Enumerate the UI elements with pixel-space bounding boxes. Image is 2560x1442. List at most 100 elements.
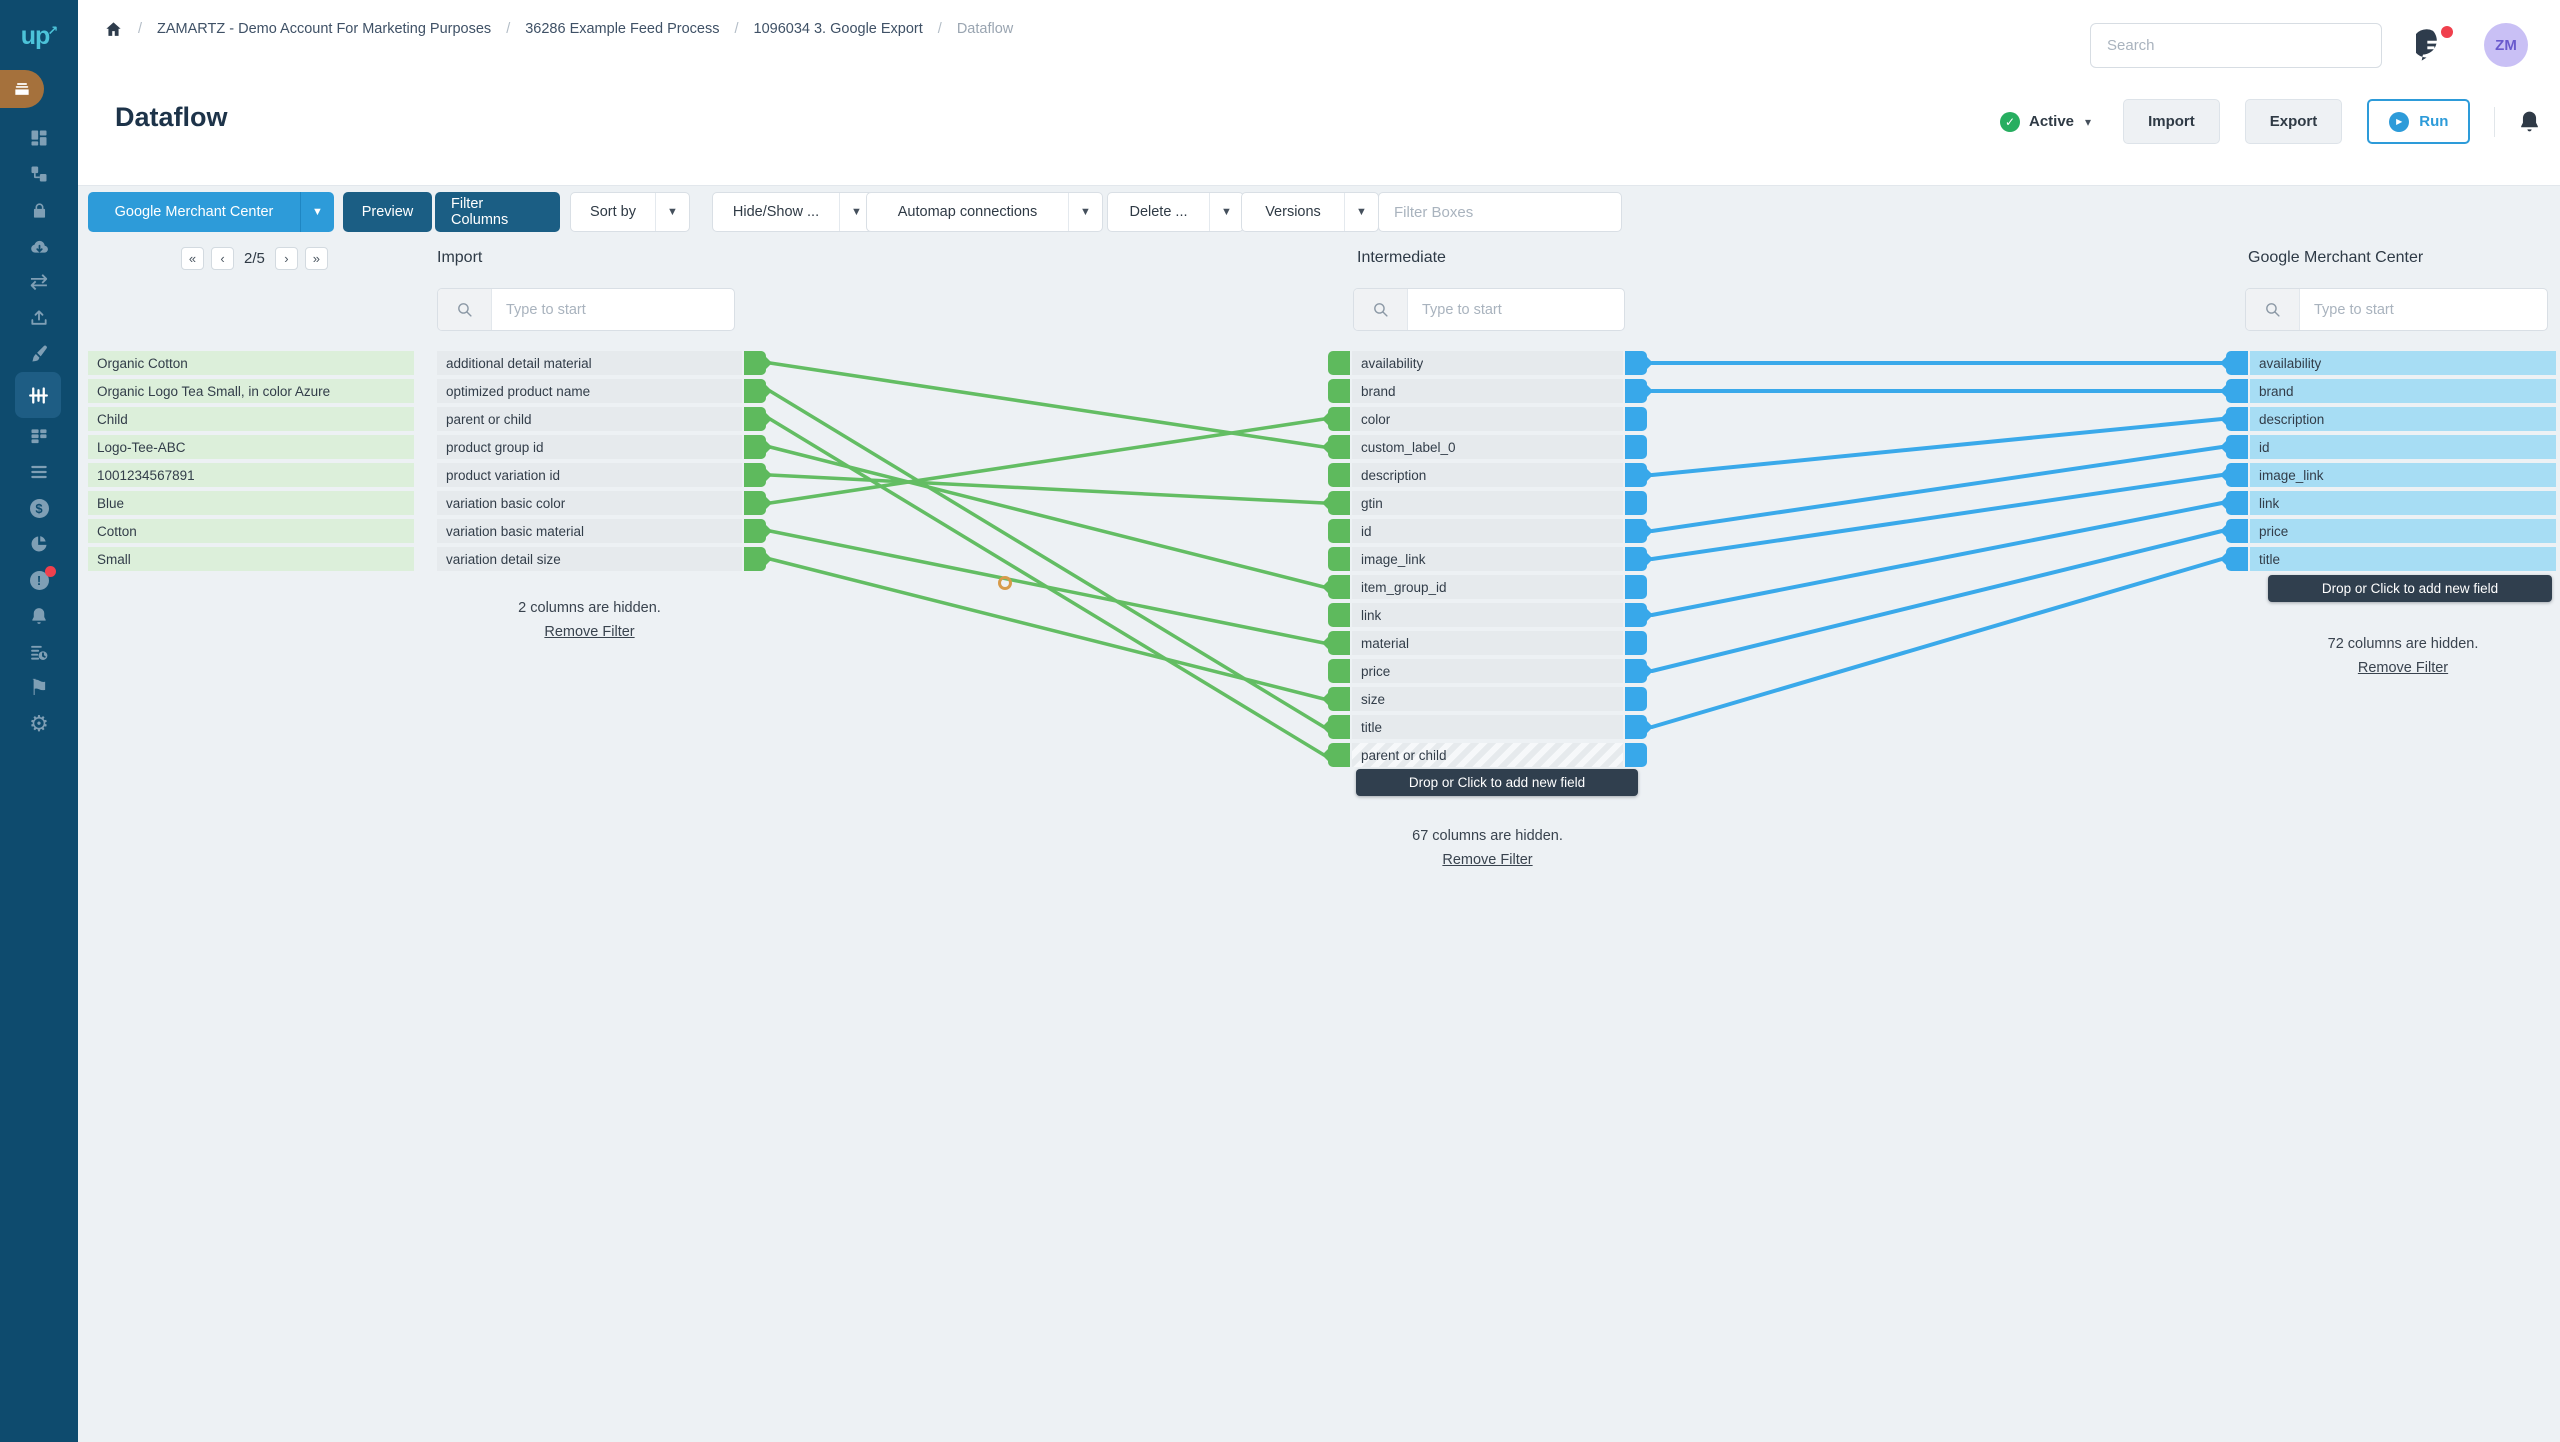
sidebar-item-security[interactable] [0, 192, 78, 228]
intermediate-field-row[interactable]: brand [1328, 379, 1653, 403]
gmc-field-row[interactable]: brand [2220, 379, 2556, 403]
import-button[interactable]: Import [2123, 99, 2220, 144]
sort-by-button[interactable]: Sort by▼ [570, 192, 690, 232]
run-button[interactable]: ▶ Run [2367, 99, 2471, 144]
assistant-icon[interactable] [2412, 26, 2453, 64]
import-field-row[interactable]: product variation id [437, 463, 772, 487]
intermediate-add-field-button[interactable]: Drop or Click to add new field [1356, 769, 1638, 796]
gmc-field-row[interactable]: description [2220, 407, 2556, 431]
import-field-row[interactable]: variation detail size [437, 547, 772, 571]
intermediate-search[interactable] [1353, 288, 1625, 331]
filter-boxes-field[interactable] [1378, 192, 1622, 232]
import-search[interactable] [437, 288, 735, 331]
blue-connector-tab[interactable] [1625, 463, 1653, 487]
blue-connector-tab[interactable] [1625, 351, 1653, 375]
green-connector-tab[interactable] [744, 435, 772, 459]
home-icon[interactable] [104, 20, 123, 39]
green-connector-tab[interactable] [744, 407, 772, 431]
sidebar-item-dataflow[interactable] [0, 372, 78, 418]
blue-connector-tab[interactable] [1625, 743, 1647, 767]
chevron-down-icon[interactable]: ▼ [1209, 193, 1243, 231]
blue-connector-tab[interactable] [2220, 519, 2248, 543]
next-page-button[interactable]: › [274, 247, 298, 270]
breadcrumb-item[interactable]: 36286 Example Feed Process [525, 21, 720, 37]
green-connector-tab[interactable] [1328, 659, 1350, 683]
sidebar-item-dashboard[interactable] [0, 120, 78, 156]
preview-button[interactable]: Preview [343, 192, 432, 232]
sidebar-item-flags[interactable]: ⚑ [0, 670, 78, 706]
export-target-button[interactable]: Google Merchant Center▼ [88, 192, 334, 232]
breadcrumb-item[interactable]: ZAMARTZ - Demo Account For Marketing Pur… [157, 21, 492, 37]
intermediate-remove-filter-link[interactable]: Remove Filter [1442, 852, 1533, 868]
gmc-remove-filter-link[interactable]: Remove Filter [2357, 660, 2449, 676]
sidebar-item-workflow[interactable] [0, 156, 78, 192]
blue-connector-tab[interactable] [2220, 407, 2248, 431]
intermediate-field-row[interactable]: id [1328, 519, 1653, 543]
blue-connector-tab[interactable] [1625, 603, 1653, 627]
import-field-row[interactable]: additional detail material [437, 351, 772, 375]
green-connector-tab[interactable] [1328, 351, 1350, 375]
sidebar-item-list-view[interactable] [0, 454, 78, 490]
gmc-search[interactable] [2245, 288, 2548, 331]
import-value-row[interactable]: Organic Logo Tea Small, in color Azure [88, 379, 414, 403]
global-search-input[interactable] [2105, 36, 2367, 55]
import-remove-filter-link[interactable]: Remove Filter [544, 624, 635, 640]
intermediate-field-row[interactable]: custom_label_0 [1322, 435, 1647, 459]
import-value-row[interactable]: Cotton [88, 519, 414, 543]
import-search-input[interactable] [492, 289, 734, 330]
delete-button[interactable]: Delete ...▼ [1107, 192, 1244, 232]
blue-connector-tab[interactable] [1625, 519, 1653, 543]
app-logo[interactable]: up↗ [20, 22, 58, 50]
blue-connector-tab[interactable] [2220, 351, 2248, 375]
green-connector-tab[interactable] [744, 491, 772, 515]
blue-connector-tab[interactable] [1625, 687, 1647, 711]
intermediate-field-row[interactable]: title [1322, 715, 1653, 739]
prev-page-button[interactable]: ‹ [211, 247, 234, 270]
intermediate-field-row[interactable]: size [1322, 687, 1647, 711]
import-value-row[interactable]: Blue [88, 491, 414, 515]
blue-connector-tab[interactable] [1625, 631, 1647, 655]
green-connector-tab[interactable] [1322, 743, 1350, 767]
blue-connector-tab[interactable] [2220, 379, 2248, 403]
blue-connector-tab[interactable] [1625, 659, 1653, 683]
blue-connector-tab[interactable] [2220, 491, 2248, 515]
intermediate-field-row[interactable]: item_group_id [1322, 575, 1647, 599]
gmc-field-row[interactable]: link [2220, 491, 2556, 515]
sidebar-item-cloud-import[interactable] [0, 228, 78, 264]
intermediate-field-row[interactable]: link [1328, 603, 1653, 627]
green-connector-tab[interactable] [744, 351, 772, 375]
sidebar-item-design[interactable] [0, 336, 78, 372]
green-connector-tab[interactable] [1328, 547, 1350, 571]
gmc-field-row[interactable]: price [2220, 519, 2556, 543]
sidebar-item-transfer[interactable]: ⇄ [0, 264, 78, 300]
blue-connector-tab[interactable] [1625, 575, 1647, 599]
blue-connector-tab[interactable] [1625, 379, 1653, 403]
green-connector-tab[interactable] [1328, 603, 1350, 627]
export-button[interactable]: Export [2244, 99, 2343, 144]
sidebar-item-errors[interactable]: ! [0, 562, 78, 598]
intermediate-field-row[interactable]: color [1322, 407, 1647, 431]
filter-boxes-input[interactable] [1392, 202, 1608, 222]
gmc-field-row[interactable]: id [2220, 435, 2556, 459]
intermediate-field-row[interactable]: parent or child [1322, 743, 1647, 767]
blue-connector-tab[interactable] [1625, 491, 1647, 515]
first-page-button[interactable]: « [181, 247, 204, 270]
green-connector-tab[interactable] [1322, 407, 1350, 431]
hide-show-button[interactable]: Hide/Show ...▼ [712, 192, 874, 232]
avatar[interactable]: ZM [2484, 23, 2528, 67]
import-field-row[interactable]: product group id [437, 435, 772, 459]
intermediate-field-row[interactable]: availability [1328, 351, 1653, 375]
green-connector-tab[interactable] [1328, 463, 1350, 487]
green-connector-tab[interactable] [1322, 491, 1350, 515]
chevron-down-icon[interactable]: ▼ [655, 193, 689, 231]
gmc-search-input[interactable] [2300, 289, 2547, 330]
blue-connector-tab[interactable] [1625, 407, 1647, 431]
chevron-down-icon[interactable]: ▼ [300, 192, 334, 232]
sidebar-item-history[interactable] [0, 634, 78, 670]
green-connector-tab[interactable] [744, 519, 772, 543]
sidebar-item-analytics[interactable] [0, 526, 78, 562]
gmc-field-row[interactable]: availability [2220, 351, 2556, 375]
gmc-field-row[interactable]: title [2220, 547, 2556, 571]
green-connector-tab[interactable] [744, 463, 772, 487]
sidebar-item-publish[interactable] [0, 300, 78, 336]
